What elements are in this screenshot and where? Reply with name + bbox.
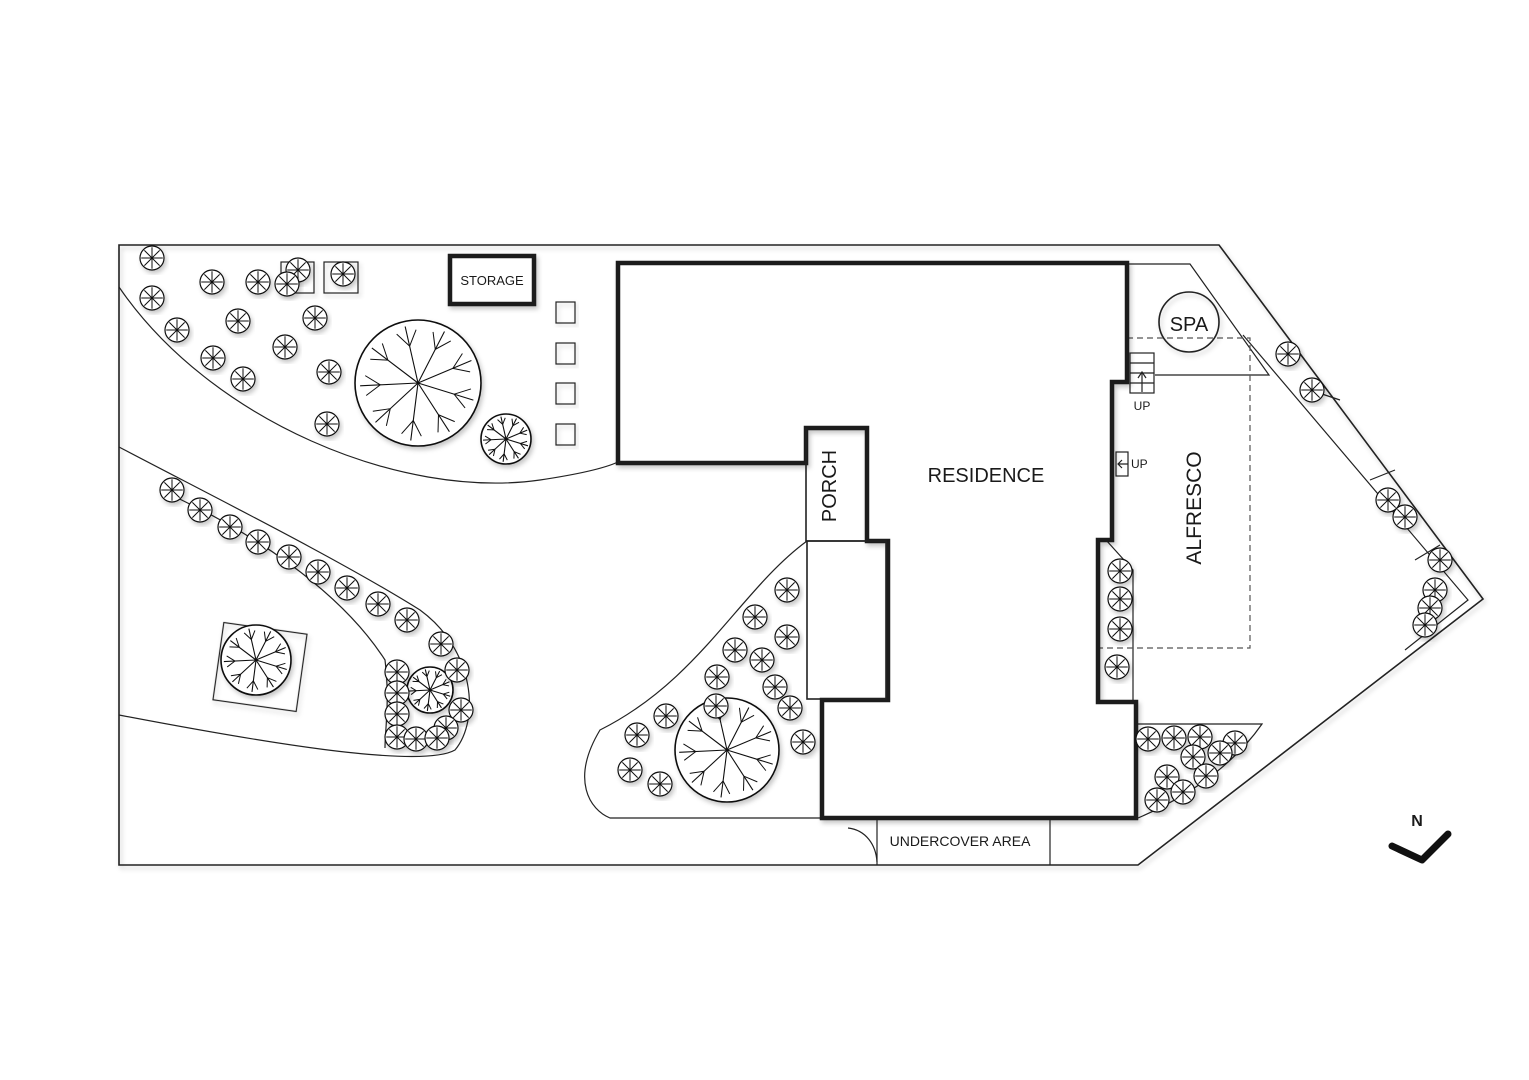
spa-deck: [1127, 263, 1271, 376]
shrub-icon: [647, 771, 673, 797]
shrub-icon: [384, 701, 410, 727]
shrub-icon: [230, 366, 256, 392]
shrub-icon: [1144, 787, 1170, 813]
up-label-middle: UP: [1131, 457, 1148, 471]
shrub-icon: [159, 477, 185, 503]
shrub-icon: [199, 269, 225, 295]
shrub-icon: [1207, 740, 1233, 766]
stepping-stones: [555, 301, 576, 446]
shrub-icon: [1412, 612, 1438, 638]
shrub-icon: [394, 607, 420, 633]
undercover-label: UNDERCOVER AREA: [890, 833, 1031, 849]
shrub-icon: [703, 693, 729, 719]
shrub-icon: [1392, 504, 1418, 530]
north-label: N: [1411, 813, 1423, 830]
boundary-setback-posts: [1309, 389, 1441, 561]
shrub-icon: [314, 411, 340, 437]
alfresco-label: ALFRESCO: [1183, 451, 1206, 564]
north-arrow-icon: [1388, 830, 1452, 864]
shrub-icon: [1107, 558, 1133, 584]
tree-layer: [220, 319, 780, 803]
shrub-icon: [653, 703, 679, 729]
shrub-icon: [365, 591, 391, 617]
shrub-icon: [139, 245, 165, 271]
shrub-icon: [1170, 779, 1196, 805]
site-boundary: [118, 244, 1485, 866]
garden-bed-north: [118, 286, 619, 484]
garden-bed-east-wall: [1105, 539, 1134, 700]
shrub-icon: [403, 726, 429, 752]
shrub-icon: [1180, 744, 1206, 770]
steps-top: [1129, 352, 1155, 394]
shrub-icon: [187, 497, 213, 523]
residence-label: RESIDENCE: [928, 465, 1045, 487]
shrub-icon: [1104, 654, 1130, 680]
shrub-icon: [424, 725, 450, 751]
undercover-area: [847, 820, 1051, 865]
shrub-icon: [384, 680, 410, 706]
tree-canopy-icon: [354, 319, 482, 447]
garden-bed-west-inner: [159, 489, 388, 749]
tree-canopy-icon: [480, 413, 532, 465]
shrub-icon: [245, 529, 271, 555]
shrub-icon: [1193, 763, 1219, 789]
garden-bed-west: [118, 446, 470, 758]
shrub-icon: [428, 631, 454, 657]
shrub-icon: [139, 285, 165, 311]
shrub-icon: [624, 722, 650, 748]
shrub-icon: [722, 637, 748, 663]
tree-canopy-icon: [674, 697, 780, 803]
shrub-icon: [1187, 724, 1213, 750]
tree-canopy-icon: [406, 666, 454, 714]
shrub-icon: [302, 305, 328, 331]
shrub-icon: [790, 729, 816, 755]
storage-shed: [447, 253, 537, 307]
shrub-icon: [1107, 616, 1133, 642]
spa-label: SPA: [1170, 314, 1209, 336]
shrub-icon: [617, 757, 643, 783]
alfresco-roof: [1100, 337, 1251, 649]
shrub-icon: [774, 577, 800, 603]
shrub-icon: [1427, 547, 1453, 573]
shrub-icon: [1375, 487, 1401, 513]
shrub-icon: [742, 604, 768, 630]
shrub-icon: [272, 334, 298, 360]
shrub-icon: [704, 664, 730, 690]
shrub-icon: [444, 657, 470, 683]
shrub-icon: [749, 647, 775, 673]
storage-label: STORAGE: [460, 273, 524, 288]
shrub-icon: [1135, 726, 1161, 752]
tree-canopy-icon: [220, 624, 292, 696]
shrub-icon: [1107, 586, 1133, 612]
up-label-top: UP: [1134, 399, 1151, 413]
shrub-icon: [1299, 377, 1325, 403]
shrub-icon: [1161, 725, 1187, 751]
porch-label: PORCH: [819, 450, 841, 522]
shrub-icon: [1154, 764, 1180, 790]
shrub-icon: [774, 624, 800, 650]
shrub-icon: [777, 695, 803, 721]
shrub-icon: [330, 261, 356, 287]
shrub-icon: [762, 674, 788, 700]
shrub-icon: [217, 514, 243, 540]
shrub-icon: [305, 559, 331, 585]
porch-garage: [806, 540, 887, 700]
shrub-icon: [164, 317, 190, 343]
shrub-icon: [316, 359, 342, 385]
steps-middle: [1115, 451, 1129, 477]
shrub-icon: [1275, 341, 1301, 367]
shrub-icon: [276, 544, 302, 570]
shrub-icon: [448, 697, 474, 723]
shrub-icon: [334, 575, 360, 601]
shrub-layer: [139, 245, 1453, 813]
shrub-icon: [200, 345, 226, 371]
shrub-icon: [225, 308, 251, 334]
spa: [1158, 291, 1220, 353]
garden-bed-porch: [584, 540, 822, 819]
shrub-icon: [274, 271, 300, 297]
shrub-icon: [245, 269, 271, 295]
